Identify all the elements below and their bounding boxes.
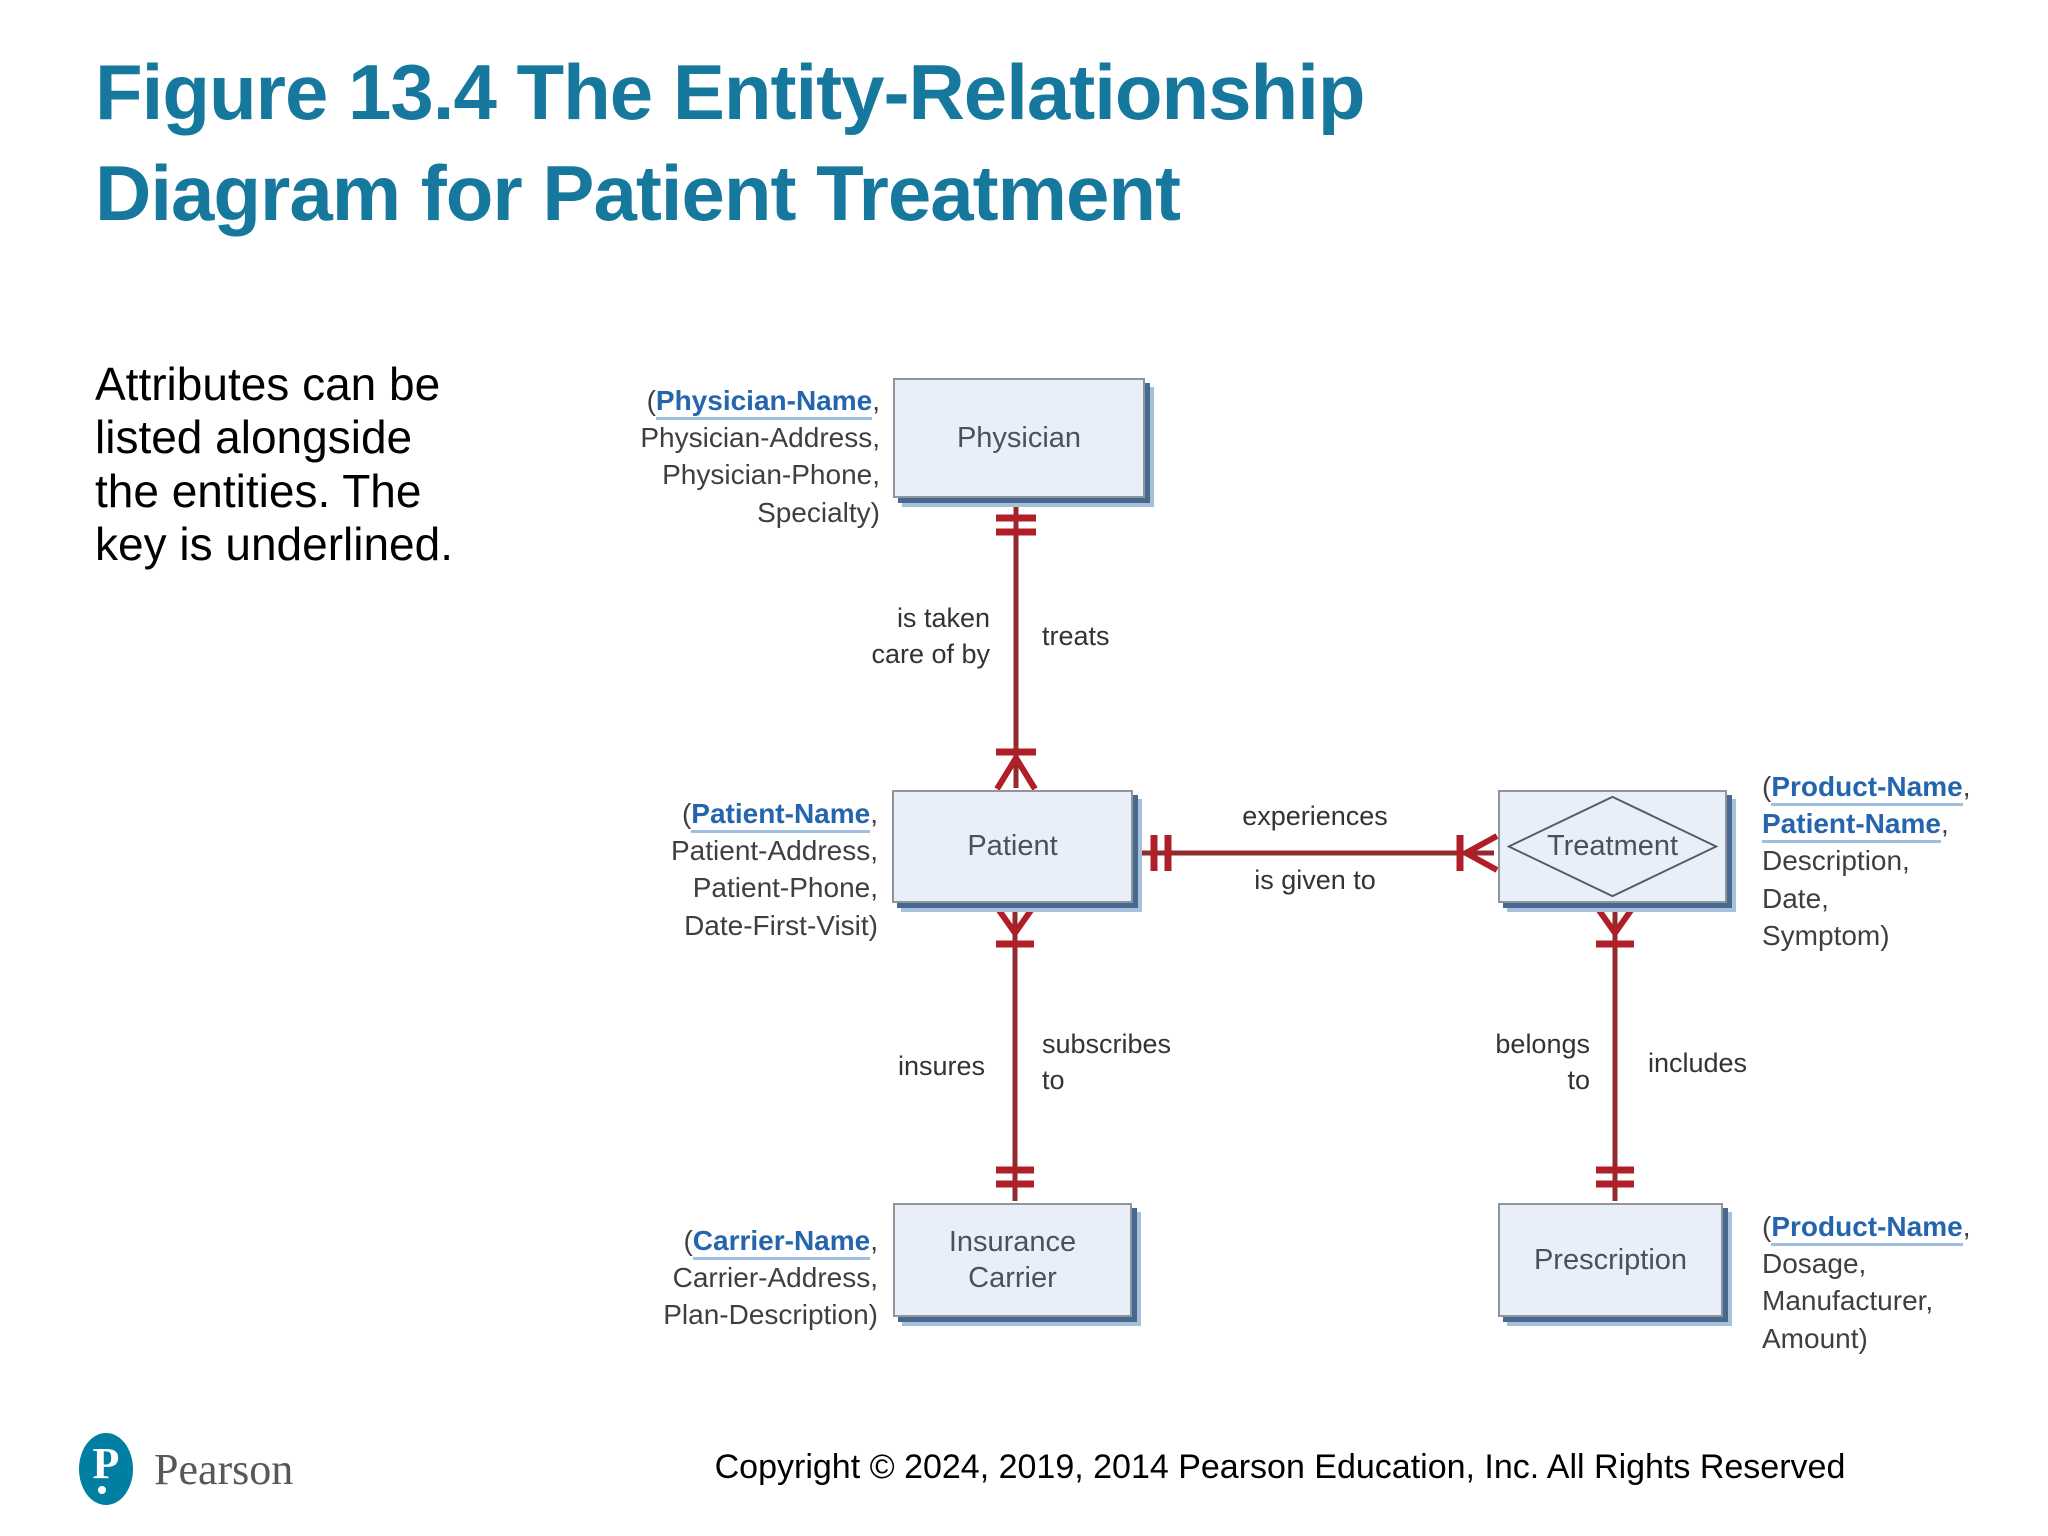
svg-text:P: P bbox=[93, 1439, 120, 1488]
cardinality-one-and-only-one-mark bbox=[1596, 1166, 1634, 1188]
paren: ( bbox=[1762, 771, 1772, 802]
paren: ( bbox=[681, 798, 692, 829]
attribute-line: Carrier-Address, bbox=[672, 1262, 878, 1294]
attribute-line: Patient-Phone, bbox=[692, 872, 878, 904]
pearson-logo-icon: P bbox=[79, 1433, 133, 1505]
entity-prescription: Prescription bbox=[1498, 1203, 1723, 1317]
key-attribute: Physician-Name bbox=[655, 385, 873, 420]
attribute-line: Physician-Phone, bbox=[662, 459, 880, 491]
page-title-line1: Figure 13.4 The Entity-Relationship bbox=[95, 48, 1366, 136]
key-attribute: Patient-Name bbox=[1762, 808, 1941, 844]
relationship-label-includes: includes bbox=[1648, 1048, 1748, 1078]
associative-entity-diamond bbox=[1506, 795, 1719, 898]
paren: ( bbox=[683, 1225, 693, 1256]
copyright-text: Copyright © 2024, 2019, 2014 Pearson Edu… bbox=[714, 1448, 1846, 1486]
comma: , bbox=[870, 798, 878, 829]
pearson-wordmark: Pearson bbox=[154, 1444, 294, 1494]
attribute-key-line: (Product-Name, bbox=[1762, 768, 2048, 806]
treatment-attributes: (Product-Name, Patient-Name, Description… bbox=[1762, 768, 2048, 954]
entity-patient: Patient bbox=[892, 790, 1133, 903]
crow-foot-many-mark bbox=[1464, 833, 1499, 873]
patient-insurance-connector bbox=[993, 904, 1037, 1201]
comma: , bbox=[870, 1225, 878, 1256]
key-attribute: Patient-Name bbox=[691, 798, 871, 833]
relationship-label-insures: insures bbox=[897, 1051, 985, 1081]
patient-attributes: (Patient-Name, Patient-Address, Patient-… bbox=[540, 795, 878, 944]
attribute-line: Plan-Description) bbox=[663, 1299, 878, 1331]
attribute-key-line: (Product-Name, bbox=[1762, 1208, 2048, 1246]
entity-physician-label: Physician bbox=[956, 421, 1082, 454]
pearson-brand: P Pearson bbox=[78, 1432, 293, 1506]
prescription-attributes: (Product-Name, Dosage, Manufacturer, Amo… bbox=[1762, 1208, 2048, 1357]
attribute-line: Date, bbox=[1762, 882, 1829, 914]
paren: ( bbox=[1762, 1211, 1772, 1242]
relationship-label-is-given-to: is given to bbox=[1254, 865, 1376, 895]
attribute-line: Symptom) bbox=[1762, 919, 1890, 951]
attribute-line: Manufacturer, bbox=[1762, 1285, 1934, 1317]
attribute-key-line: (Patient-Name, bbox=[540, 795, 878, 833]
attribute-line: Physician-Address, bbox=[640, 422, 880, 454]
key-attribute: Carrier-Name bbox=[692, 1225, 871, 1260]
attribute-line: Dosage, bbox=[1762, 1248, 1867, 1280]
relationship-label-experiences: experiences bbox=[1242, 801, 1388, 831]
relationship-label-treats: treats bbox=[1042, 621, 1110, 651]
attribute-key-line: (Physician-Name, bbox=[540, 382, 880, 420]
attribute-line: Amount) bbox=[1762, 1322, 1868, 1354]
crow-foot-many-mark bbox=[994, 756, 1038, 791]
attribute-line: Patient-Address, bbox=[671, 835, 878, 867]
attribute-key-line: (Carrier-Name, bbox=[540, 1222, 878, 1260]
comma: , bbox=[1962, 1211, 1971, 1242]
comma: , bbox=[1962, 771, 1971, 802]
entity-physician: Physician bbox=[893, 378, 1145, 498]
entity-treatment: Treatment bbox=[1498, 790, 1727, 903]
insurance-carrier-attributes: (Carrier-Name, Carrier-Address, Plan-Des… bbox=[540, 1222, 878, 1334]
relationship-label-is-taken-care-of-by: is taken care of by bbox=[871, 603, 990, 670]
key-attribute: Product-Name bbox=[1771, 1211, 1963, 1246]
entity-treatment-label: Treatment bbox=[1546, 830, 1679, 863]
comma: , bbox=[872, 385, 880, 416]
page-title: Figure 13.4 The Entity-Relationship Diag… bbox=[95, 42, 1595, 245]
paren: ( bbox=[646, 385, 656, 416]
attribute-line: Date-First-Visit) bbox=[684, 909, 878, 941]
page-title-line2: Diagram for Patient Treatment bbox=[95, 149, 1181, 238]
crow-foot-many-mark bbox=[1593, 904, 1637, 935]
attribute-line: Specialty) bbox=[757, 496, 880, 528]
cardinality-one-and-only-one-mark bbox=[996, 1166, 1034, 1188]
entity-insurance-carrier-label: Insurance Carrier bbox=[948, 1225, 1077, 1294]
cardinality-one-and-only-one-mark bbox=[1150, 835, 1172, 871]
comma: , bbox=[1940, 808, 1949, 840]
relationship-label-subscribes-to: subscribes to bbox=[1042, 1029, 1172, 1096]
entity-prescription-label: Prescription bbox=[1533, 1243, 1688, 1276]
treatment-prescription-connector bbox=[1593, 904, 1637, 1201]
key-attribute: Product-Name bbox=[1771, 771, 1963, 806]
crow-foot-many-mark bbox=[993, 904, 1037, 935]
attribute-key-line: Patient-Name, bbox=[1762, 805, 2048, 844]
entity-insurance-carrier: Insurance Carrier bbox=[893, 1203, 1132, 1317]
physician-patient-connector bbox=[994, 500, 1038, 791]
entity-patient-label: Patient bbox=[967, 830, 1058, 863]
physician-attributes: (Physician-Name, Physician-Address, Phys… bbox=[540, 382, 880, 531]
relationship-label-belongs-to: belongs to bbox=[1495, 1029, 1590, 1096]
attribute-line: Description, bbox=[1762, 845, 1910, 877]
note-text: Attributes can be listed alongside the e… bbox=[95, 358, 453, 571]
cardinality-one-and-only-one-mark bbox=[996, 514, 1036, 536]
